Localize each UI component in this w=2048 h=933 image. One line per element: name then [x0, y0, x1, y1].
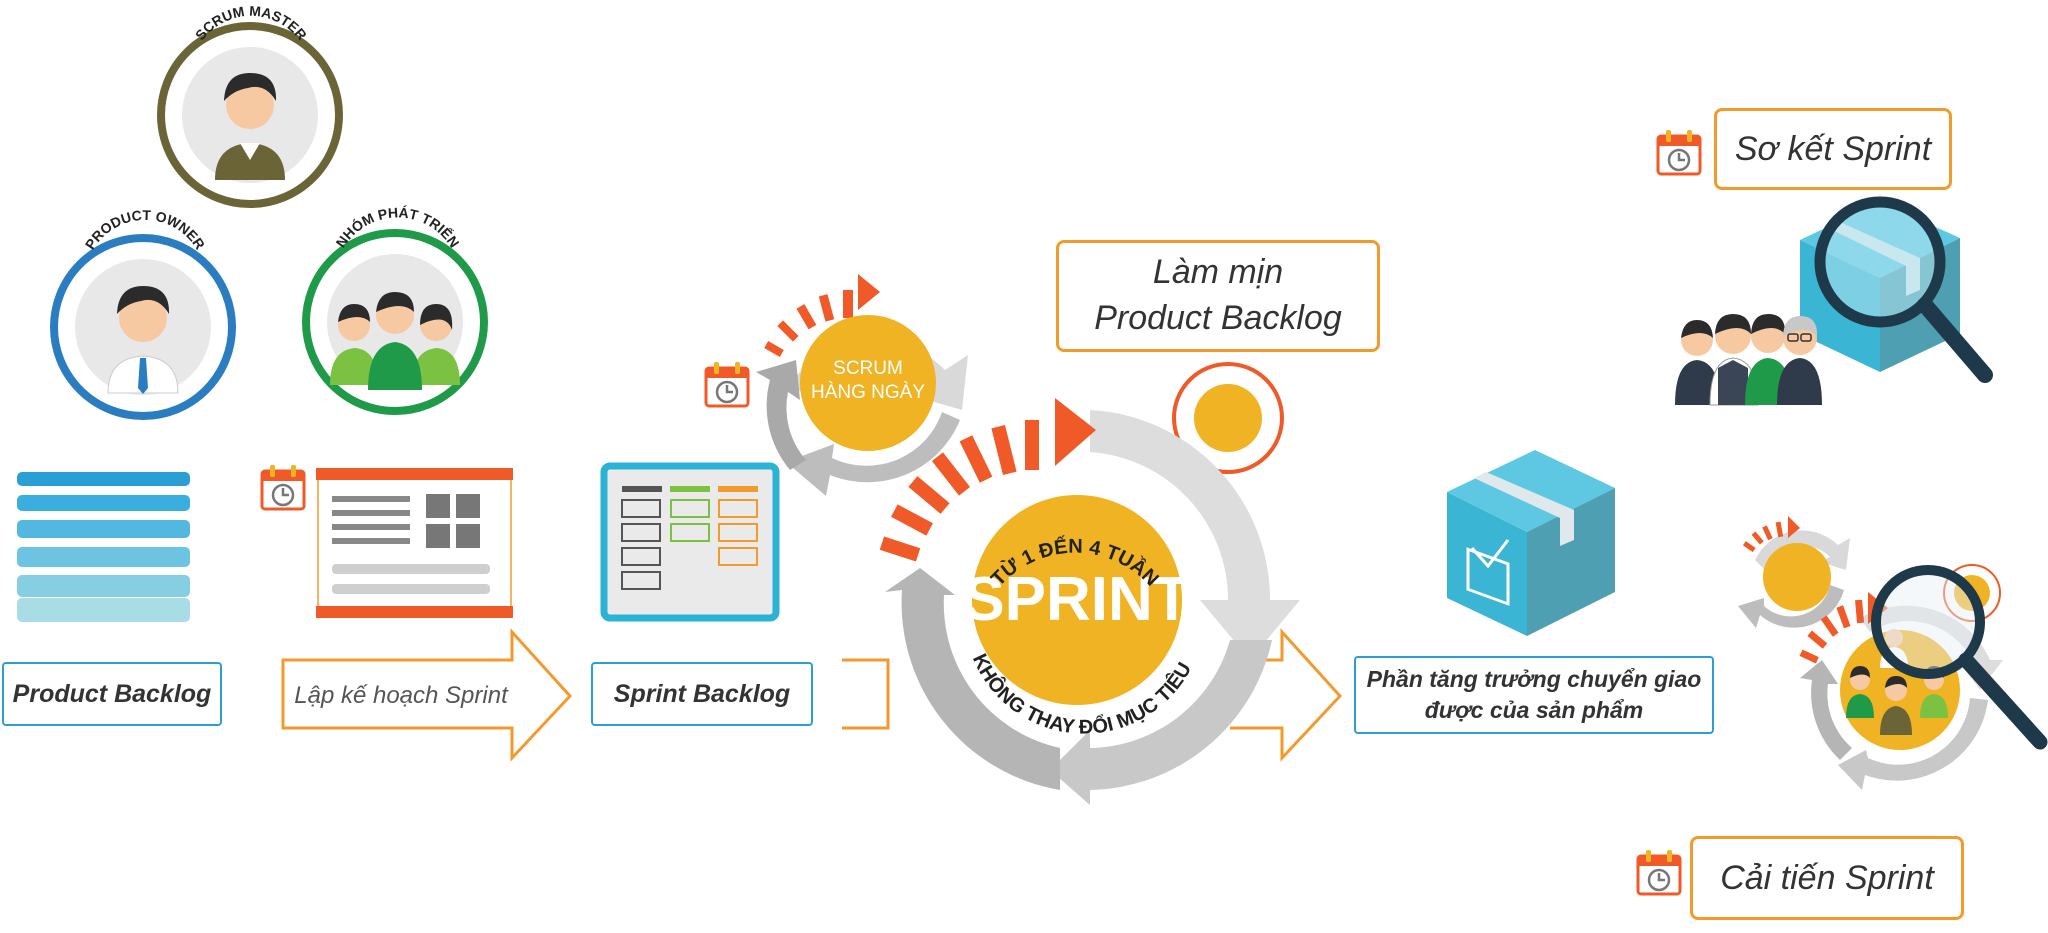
product-backlog-stack-icon: [17, 472, 190, 622]
sprint-backlog-label-box: Sprint Backlog: [591, 662, 813, 726]
dev-team-role: NHÓM PHÁT TRIỂN: [302, 204, 488, 415]
calendar-icon: [260, 463, 306, 511]
box-icon: [1447, 450, 1615, 636]
cycle-arrow-icon: [879, 398, 1096, 562]
increment-label-line1: Phần tăng trưởng chuyển giao: [1366, 665, 1702, 692]
team-icon: [1675, 314, 1822, 406]
kanban-board-icon: [600, 462, 780, 622]
sprint-backlog-label: Sprint Backlog: [613, 679, 791, 708]
sprint-planning-arrow: [281, 628, 573, 762]
person-icon: [215, 73, 285, 180]
sprint-retro-label: Cải tiến Sprint: [1720, 858, 1934, 897]
calendar-icon: [1636, 848, 1682, 896]
retro-small-cycle: [1738, 516, 1850, 628]
daily-scrum-label-2: HÀNG NGÀY: [811, 382, 925, 403]
product-owner-role: PRODUCT OWNER: [50, 207, 236, 420]
product-backlog-label: Product Backlog: [12, 679, 212, 708]
magnifier-icon: [1814, 196, 1993, 383]
refinement-indicator: [1172, 362, 1284, 474]
product-backlog-label-box: Product Backlog: [2, 662, 222, 726]
magnifier-icon: [1871, 565, 2048, 750]
document-icon: [316, 468, 513, 618]
sprint-retro-label-box: Cải tiến Sprint: [1690, 836, 1964, 920]
increment-label-line2: được của sản phẩm: [1424, 697, 1644, 723]
daily-scrum-label-1: SCRUM: [833, 358, 903, 379]
calendar-icon: [1656, 128, 1702, 176]
person-icon: [107, 286, 179, 394]
sprint-review-label-box: Sơ kết Sprint: [1714, 108, 1952, 190]
refinement-label-line2: Product Backlog: [1094, 299, 1342, 337]
sprint-review-label: Sơ kết Sprint: [1734, 129, 1932, 168]
scrum-master-role: SCRUM MASTER: [157, 3, 343, 208]
increment-label-box: Phần tăng trưởng chuyển giao được của sả…: [1354, 656, 1714, 734]
sprint-planning-label-box: Lập kế hoạch Sprint: [292, 672, 510, 720]
sprint-backlog-connector: [842, 658, 890, 730]
team-icon: [330, 292, 460, 390]
sprint-cycle: SPRINT TỪ 1 ĐẾN 4 TUẦN KHÔNG THAY ĐỔI MỤ…: [879, 398, 1300, 805]
refinement-label-box: Làm mịn Product Backlog: [1056, 240, 1380, 352]
sprint-planning-label: Lập kế hoạch Sprint: [294, 682, 508, 709]
refinement-label-line1: Làm mịn: [1152, 253, 1284, 292]
sprint-title: SPRINT: [963, 565, 1190, 634]
cycle-arrow-icon: [764, 274, 880, 357]
calendar-icon: [704, 360, 750, 408]
daily-scrum-cycle: SCRUM HÀNG NGÀY: [756, 274, 968, 496]
